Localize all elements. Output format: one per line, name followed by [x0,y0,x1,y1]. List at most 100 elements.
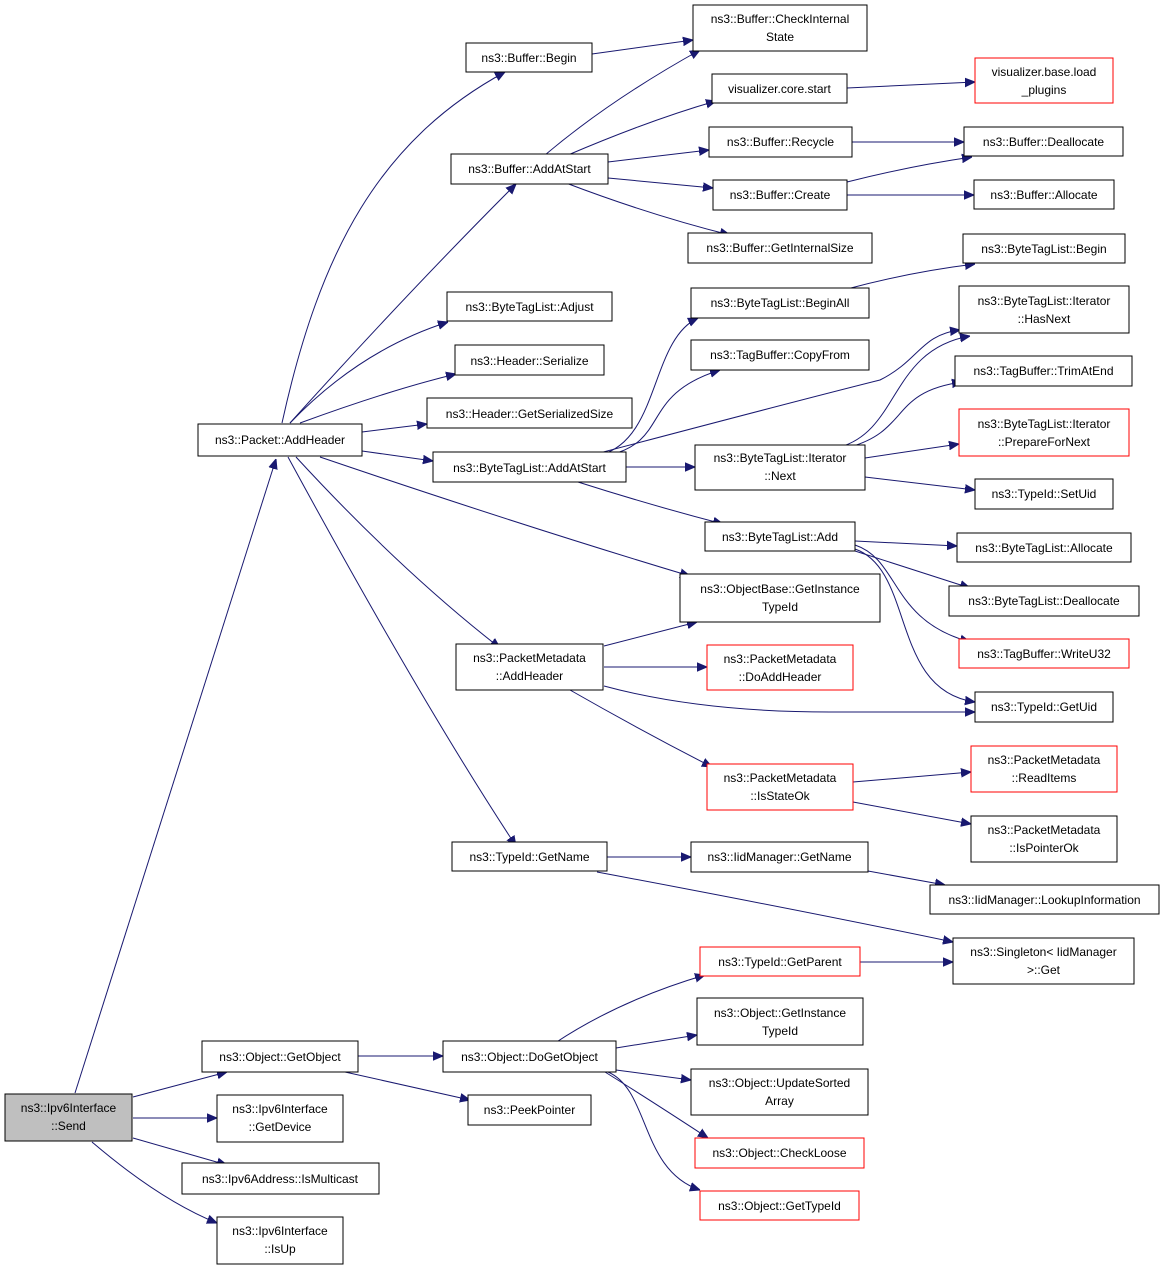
edge-addheader-tidgetname [287,456,516,846]
node-label: ns3::ByteTagList::Iterator [978,294,1111,308]
node-object-dogetobject[interactable]: ns3::Object::DoGetObject [442,1040,617,1073]
edge-btlbeginall-btlbegin [846,264,975,290]
node-packetmetadata-isstateok[interactable]: ns3::PacketMetadata ::IsStateOk [706,763,854,811]
node-label: ns3::TypeId::GetParent [718,955,842,969]
node-label: ::ReadItems [1012,771,1077,785]
node-buffer-getinternalsize[interactable]: ns3::Buffer::GetInternalSize [687,232,873,264]
node-buffer-addatstart[interactable]: ns3::Buffer::AddAtStart [450,153,609,185]
node-label: ns3::TagBuffer::TrimAtEnd [973,364,1113,378]
node-singleton-iidmanager-get[interactable]: ns3::Singleton< IidManager >::Get [952,937,1135,985]
node-typeid-setuid[interactable]: ns3::TypeId::SetUid [974,478,1114,510]
node-bytetaglist-beginall[interactable]: ns3::ByteTagList::BeginAll [690,287,870,319]
node-packetmetadata-ispointerok[interactable]: ns3::PacketMetadata ::IsPointerOk [970,815,1118,863]
node-buffer-deallocate[interactable]: ns3::Buffer::Deallocate [963,126,1124,157]
node-iidmanager-getname[interactable]: ns3::IidManager::GetName [690,841,869,873]
node-tagbuffer-trimatend[interactable]: ns3::TagBuffer::TrimAtEnd [954,355,1133,387]
edge-addheader-btladjust [289,322,448,424]
node-typeid-getuid[interactable]: ns3::TypeId::GetUid [974,691,1114,723]
node-tagbuffer-copyfrom[interactable]: ns3::TagBuffer::CopyFrom [690,339,870,371]
node-bytetaglist-addatstart[interactable]: ns3::ByteTagList::AddAtStart [432,451,627,483]
node-packetmetadata-readitems[interactable]: ns3::PacketMetadata ::ReadItems [970,745,1118,793]
node-label: ns3::ByteTagList::Deallocate [968,594,1120,608]
node-bytetaglist-iterator-next[interactable]: ns3::ByteTagList::Iterator ::Next [694,444,866,491]
node-label: visualizer.core.start [728,82,831,96]
edge-bufaddatstart-bufgetinternalsize [565,182,730,235]
edge-btladdatstart-btladd [577,481,723,524]
node-ipv6interface-getdevice[interactable]: ns3::Ipv6Interface ::GetDevice [216,1094,344,1143]
node-packetmetadata-addheader[interactable]: ns3::PacketMetadata ::AddHeader [455,643,604,691]
node-label: ns3::Buffer::Create [730,188,831,202]
node-object-gettypeid[interactable]: ns3::Object::GetTypeId [699,1190,860,1221]
edge-addheader-pmaddheader [295,456,500,648]
edge-send-addheader [74,459,276,1094]
node-label: ns3::Ipv6Interface [21,1101,117,1115]
node-label: ns3::Ipv6Address::IsMulticast [202,1172,359,1186]
node-iidmanager-lookupinformation[interactable]: ns3::IidManager::LookupInformation [929,884,1160,915]
node-label: ::GetDevice [249,1120,312,1134]
node-buffer-checkinternalstate[interactable]: ns3::Buffer::CheckInternal State [692,4,868,52]
edge-addheader-objbasegettid [319,456,690,576]
edge-btladd-btlallocate [854,540,957,546]
edge-dogetobject-objupdatesorted [615,1069,691,1080]
edge-btladdatstart-btlbeginall [599,318,698,456]
node-buffer-allocate[interactable]: ns3::Buffer::Allocate [973,179,1115,210]
node-label: ns3::TypeId::GetName [469,850,589,864]
edge-dogetobject-objgettid [615,1035,697,1049]
node-visualizer-base-loadplugins[interactable]: visualizer.base.load _plugins [974,57,1114,104]
node-tagbuffer-writeu32[interactable]: ns3::TagBuffer::WriteU32 [958,638,1130,669]
node-peekpointer[interactable]: ns3::PeekPointer [467,1094,592,1126]
edge-addheader-bufaddatstart [289,184,516,424]
node-header-serialize[interactable]: ns3::Header::Serialize [454,344,605,376]
node-visualizer-core-start[interactable]: visualizer.core.start [711,73,848,104]
node-label: ns3::Packet::AddHeader [215,433,345,447]
edge-addheader-hdrserialize [299,374,456,424]
edge-bufcreate-bufdeallocate [846,157,972,183]
node-bytetaglist-begin[interactable]: ns3::ByteTagList::Begin [962,233,1126,264]
node-typeid-getparent[interactable]: ns3::TypeId::GetParent [699,946,861,977]
node-objectbase-getinstancetypeid[interactable]: ns3::ObjectBase::GetInstance TypeId [679,573,881,623]
node-label: ns3::ByteTagList::AddAtStart [453,461,606,475]
node-label: ::IsStateOk [750,789,810,803]
node-label: ns3::PeekPointer [484,1103,575,1117]
node-object-getinstancetypeid[interactable]: ns3::Object::GetInstance TypeId [696,997,864,1046]
node-label: ns3::ObjectBase::GetInstance [700,582,860,596]
node-label: ns3::ByteTagList::Iterator [978,417,1111,431]
node-label: ns3::ByteTagList::BeginAll [711,296,850,310]
node-bytetaglist-iterator-preparefornext[interactable]: ns3::ByteTagList::Iterator ::PrepareForN… [958,408,1130,457]
edge-pmisstateok-pmispointerok [852,801,971,824]
node-label: ns3::PacketMetadata [724,771,837,785]
node-object-updatesortedarray[interactable]: ns3::Object::UpdateSorted Array [690,1068,869,1116]
node-ipv6address-ismulticast[interactable]: ns3::Ipv6Address::IsMulticast [181,1162,380,1195]
node-buffer-create[interactable]: ns3::Buffer::Create [712,179,848,211]
node-label: ns3::PacketMetadata [724,652,837,666]
node-label: ns3::TypeId::GetUid [991,700,1097,714]
node-label: ns3::IidManager::GetName [707,850,851,864]
node-bytetaglist-add[interactable]: ns3::ByteTagList::Add [704,521,856,552]
node-ipv6interface-isup[interactable]: ns3::Ipv6Interface ::IsUp [216,1216,344,1265]
node-label: ::PrepareForNext [998,435,1091,449]
node-label: ::IsUp [264,1242,296,1256]
node-label: ::DoAddHeader [739,670,822,684]
node-buffer-recycle[interactable]: ns3::Buffer::Recycle [708,126,853,158]
node-label: ns3::Object::GetTypeId [718,1199,841,1213]
node-label: ns3::Header::GetSerializedSize [446,407,614,421]
node-ipv6interface-send[interactable]: ns3::Ipv6Interface ::Send [4,1093,133,1142]
node-label: ns3::ByteTagList::Add [722,530,838,544]
node-object-checkloose[interactable]: ns3::Object::CheckLoose [694,1137,865,1169]
node-bytetaglist-iterator-hasnext[interactable]: ns3::ByteTagList::Iterator ::HasNext [958,285,1130,334]
node-bytetaglist-deallocate[interactable]: ns3::ByteTagList::Deallocate [948,585,1140,617]
edge-btladdatstart-btliterhasnext [591,330,960,456]
node-header-getserializedsize[interactable]: ns3::Header::GetSerializedSize [426,397,633,429]
node-bytetaglist-allocate[interactable]: ns3::ByteTagList::Allocate [956,532,1132,563]
node-object-getobject[interactable]: ns3::Object::GetObject [201,1040,359,1073]
node-bytetaglist-adjust[interactable]: ns3::ByteTagList::Adjust [446,291,613,322]
node-typeid-getname[interactable]: ns3::TypeId::GetName [451,841,608,872]
function-nodes: ns3::Ipv6Interface ::Send ns3::Packet::A… [4,4,1160,1265]
node-buffer-begin[interactable]: ns3::Buffer::Begin [465,42,593,73]
node-label: visualizer.base.load [992,65,1097,79]
node-label: Array [765,1094,794,1108]
node-packet-addheader[interactable]: ns3::Packet::AddHeader [197,423,363,457]
node-label: ::IsPointerOk [1009,841,1079,855]
node-label: ns3::PacketMetadata [988,753,1101,767]
node-packetmetadata-doaddheader[interactable]: ns3::PacketMetadata ::DoAddHeader [706,644,854,691]
